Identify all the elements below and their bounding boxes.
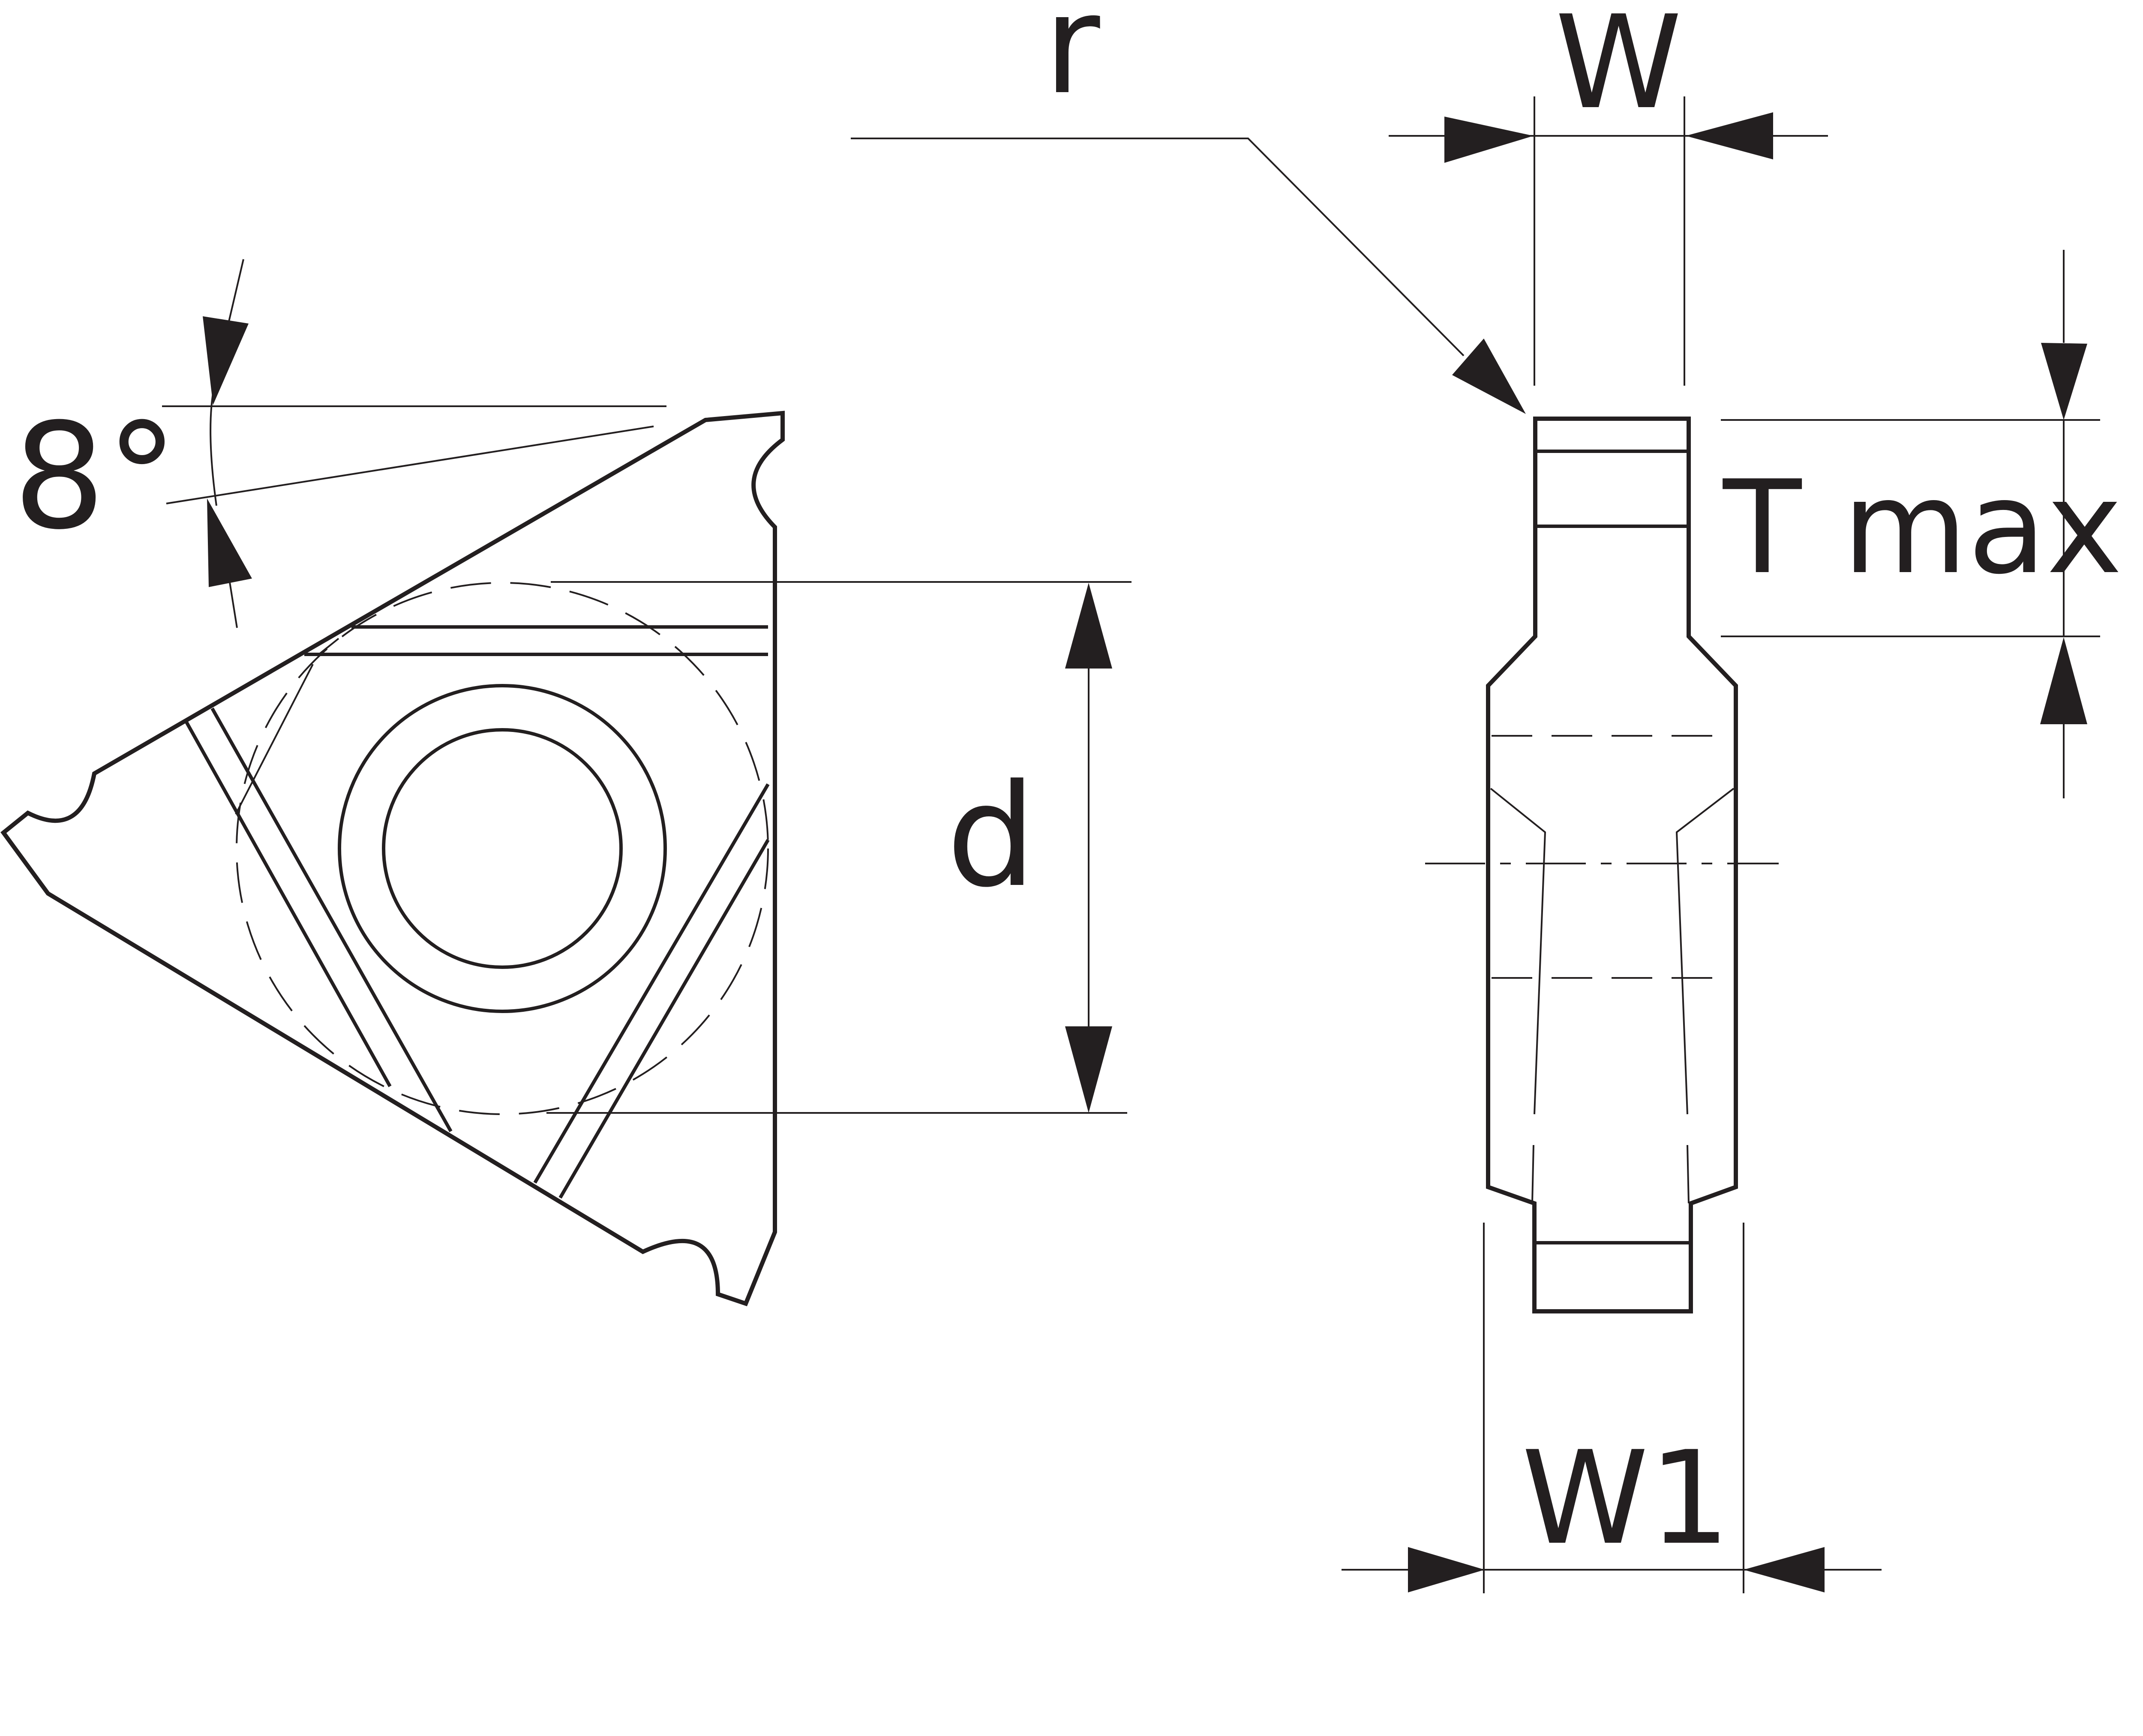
hole-profile-left-lower	[1531, 1145, 1534, 1204]
dimension-labels: 8° r W T max d W1	[13, 0, 2122, 1573]
right-chipbreaker-line-2	[558, 839, 770, 1199]
insert-top-view	[0, 259, 1132, 1307]
right-chipbreaker-line-1	[533, 783, 770, 1184]
inscribed-circle	[236, 582, 769, 1115]
radius-label: r	[1044, 0, 1102, 125]
w1-right-arrow	[1744, 1547, 1825, 1592]
angle-lower-arrow	[207, 498, 252, 587]
r-leader	[851, 138, 1465, 357]
left-chipbreaker-short	[235, 664, 314, 815]
angle-inclined-line	[166, 426, 654, 504]
width-label: W	[1555, 0, 1682, 138]
insert-side-view	[851, 96, 2100, 1593]
r-arrow	[1452, 339, 1526, 414]
thickness-label: T max	[1721, 453, 2122, 603]
left-chipbreaker-line-1	[185, 721, 392, 1087]
angle-upper-arrow	[203, 316, 249, 405]
width1-label: W1	[1522, 1424, 1731, 1573]
w1-left-arrow	[1408, 1547, 1485, 1592]
w-right-arrow	[1686, 112, 1773, 159]
side-profile-outline	[1486, 417, 1738, 1313]
t-lower-arrow	[2040, 637, 2087, 724]
angle-lower-leader	[228, 574, 238, 628]
angle-label: 8°	[13, 392, 178, 562]
t-upper-arrow	[2041, 343, 2087, 420]
left-chipbreaker-line-2	[210, 708, 453, 1132]
top-chipbreaker-short	[316, 638, 339, 657]
hole-profile-right-lower	[1687, 1145, 1690, 1204]
hole-profile-left	[1490, 788, 1546, 1115]
d-lower-arrow	[1065, 1026, 1112, 1113]
w-left-arrow	[1444, 117, 1534, 163]
d-upper-arrow	[1065, 583, 1112, 669]
hole-outer-ring	[338, 684, 667, 1013]
hole-inner-ring	[382, 728, 623, 969]
hole-profile-right	[1675, 788, 1735, 1115]
diameter-label: d	[946, 754, 1036, 918]
insert-outline	[0, 411, 785, 1307]
